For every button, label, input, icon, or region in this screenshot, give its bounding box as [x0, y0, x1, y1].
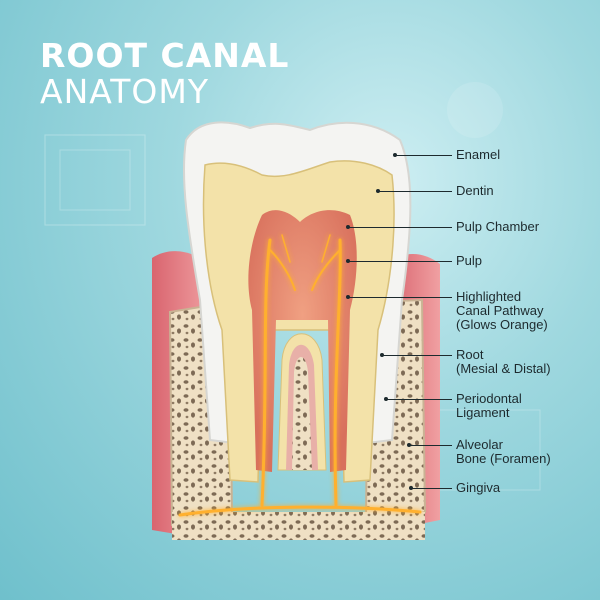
leader-dot-gingiva [409, 486, 413, 490]
label-dentin: Dentin [456, 183, 494, 198]
label-root: Root (Mesial & Distal) [456, 347, 551, 376]
bone-between-roots [292, 357, 312, 470]
label-alveolar-bone: Alveolar Bone (Foramen) [456, 437, 551, 466]
leader-line-enamel [396, 155, 452, 156]
label-canal-pathway: Highlighted Canal Pathway (Glows Orange) [456, 289, 548, 332]
leader-dot-pulp-chamber [346, 225, 350, 229]
title-line-1: ROOT CANAL [40, 36, 290, 75]
label-gingiva: Gingiva [456, 480, 501, 495]
leader-dot-pdl [384, 397, 388, 401]
leader-line-canal [349, 297, 452, 298]
leader-line-pulp-chamber [349, 227, 452, 228]
leader-dot-root [380, 353, 384, 357]
leader-line-dentin [379, 191, 452, 192]
label-enamel: Enamel [456, 147, 501, 162]
leader-line-pulp [349, 261, 452, 262]
canal-pathway [178, 234, 422, 517]
leader-line-gingiva [412, 488, 452, 489]
label-pulp-chamber: Pulp Chamber [456, 219, 540, 234]
title-line-2: ANATOMY [40, 72, 210, 111]
leader-dot-enamel [393, 153, 397, 157]
leader-line-pdl [387, 399, 452, 400]
leader-dot-pulp [346, 259, 350, 263]
leader-line-root [383, 355, 452, 356]
pulp-chamber-shape [248, 210, 357, 472]
leader-dot-alveolar [407, 443, 411, 447]
leader-dot-canal [346, 295, 350, 299]
leader-line-alveolar [410, 445, 452, 446]
background-hud [44, 82, 541, 491]
label-periodontal-ligament: Periodontal Ligament [456, 391, 522, 420]
bone-base [172, 512, 425, 540]
leader-dot-dentin [376, 189, 380, 193]
label-pulp: Pulp [456, 253, 483, 268]
